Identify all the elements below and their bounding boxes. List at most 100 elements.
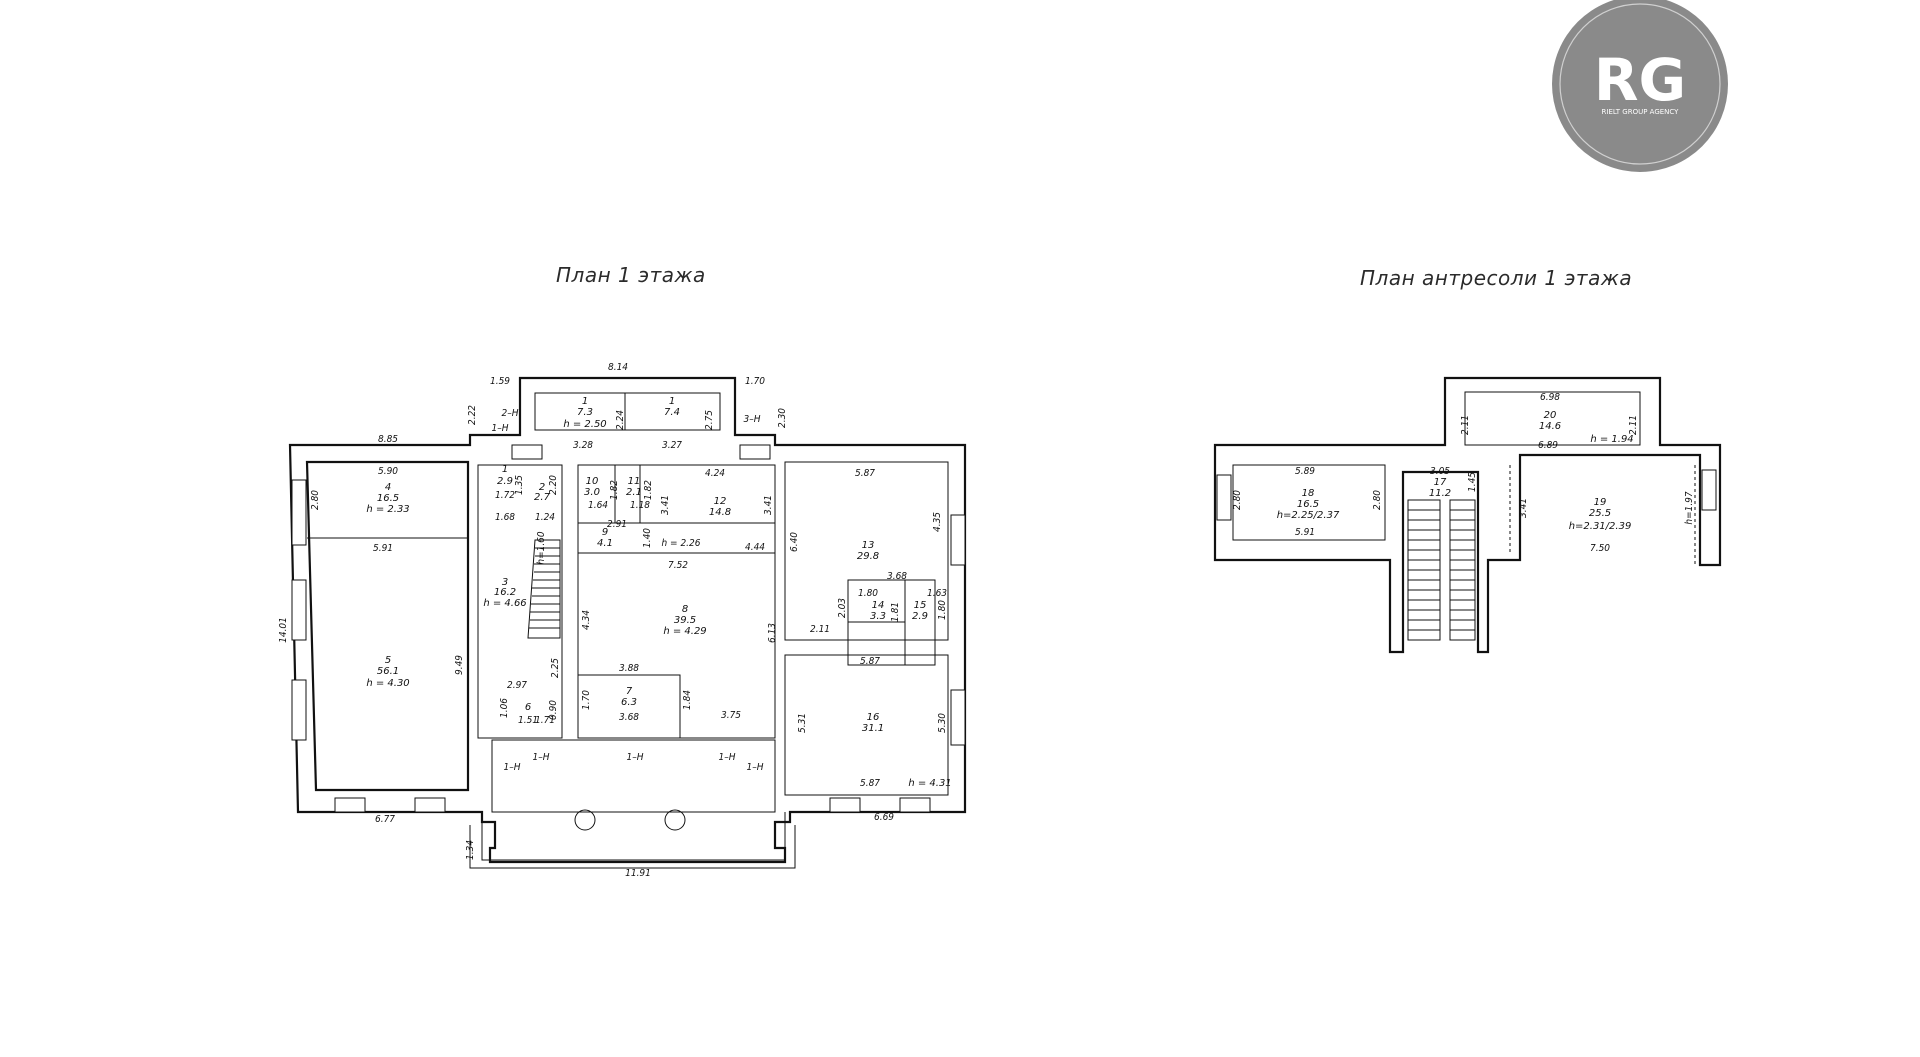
right-rooms <box>784 461 949 796</box>
mezzanine-room18 <box>1232 464 1386 541</box>
dim: 3.28 <box>573 440 593 451</box>
dim: 1.34 <box>465 840 476 860</box>
dim: 7.50 <box>1590 543 1610 554</box>
svg-text:14.6: 14.6 <box>1539 421 1561 432</box>
dim: 4.44 <box>745 542 765 553</box>
dim: 1.63 <box>927 588 947 599</box>
svg-text:9: 9 <box>602 527 608 538</box>
north-vestibule <box>534 392 721 431</box>
dim: 2.91 <box>607 519 627 530</box>
dim: 3.68 <box>619 712 639 723</box>
dim: 8.14 <box>608 362 628 373</box>
svg-text:3: 3 <box>502 577 508 588</box>
dim: 2.11 <box>1460 415 1471 435</box>
exit-label: 1–H <box>504 762 521 773</box>
mezzanine-plan <box>1213 376 1722 654</box>
svg-text:25.5: 25.5 <box>1589 508 1611 519</box>
svg-text:11: 11 <box>628 476 641 487</box>
dim: 14.01 <box>278 617 289 643</box>
dim: 1.80 <box>858 588 878 599</box>
dim: 11.91 <box>625 868 651 879</box>
svg-text:16.2: 16.2 <box>494 587 516 598</box>
svg-text:15: 15 <box>914 600 927 611</box>
mezzanine-dimensions: 6.98 2.11 2.11 6.89 5.89 2.80 2.80 5.91 … <box>1232 392 1695 554</box>
dim: 8.85 <box>378 434 398 445</box>
svg-text:16.5: 16.5 <box>377 493 399 504</box>
svg-text:h = 4.66: h = 4.66 <box>483 598 526 609</box>
dim: 1.70 <box>745 376 765 387</box>
svg-text:3.3: 3.3 <box>870 611 886 622</box>
svg-text:3.0: 3.0 <box>584 487 600 498</box>
dim: 1.82 <box>609 480 620 500</box>
svg-text:56.1: 56.1 <box>377 666 399 677</box>
svg-text:h=2.25/2.37: h=2.25/2.37 <box>1277 510 1340 521</box>
room-label-14: 143.3 <box>870 600 886 622</box>
mezzanine-windows <box>1216 469 1717 521</box>
svg-text:2.9: 2.9 <box>912 611 928 622</box>
dim: 1.40 <box>642 528 653 548</box>
svg-text:h = 4.30: h = 4.30 <box>366 678 409 689</box>
svg-text:7.4: 7.4 <box>664 407 680 418</box>
dim: 1.06 <box>499 698 510 718</box>
dim: 2.30 <box>777 408 788 428</box>
svg-text:16.5: 16.5 <box>1297 499 1319 510</box>
svg-text:39.5: 39.5 <box>674 615 696 626</box>
dim: 2.80 <box>310 490 321 510</box>
dim: 3.68 <box>887 571 907 582</box>
dim: 6.13 <box>767 623 778 643</box>
dim: h=1.60 <box>536 531 547 565</box>
dim: 5.90 <box>378 466 398 477</box>
dim: 2.11 <box>1628 415 1639 435</box>
dim: 2.80 <box>1372 490 1383 510</box>
room-label-4: 416.5h = 2.33 <box>366 482 409 515</box>
dim: 2.20 <box>548 475 559 495</box>
floor1-inner-wall <box>305 460 470 792</box>
svg-text:5: 5 <box>385 655 391 666</box>
dim: 5.89 <box>1295 466 1315 477</box>
dim: 1.68 <box>495 512 515 523</box>
dim: 5.91 <box>1295 527 1315 538</box>
dim: 7.52 <box>668 560 688 571</box>
svg-text:h = 2.33: h = 2.33 <box>366 504 409 515</box>
dim: 2.22 <box>467 405 478 425</box>
floor1-dimensions: 8.14 1.59 1.70 2.22 2.30 8.85 5.90 2.80 … <box>278 362 948 879</box>
svg-text:8: 8 <box>682 604 688 615</box>
svg-text:13: 13 <box>862 540 875 551</box>
floor1-windows <box>291 444 966 813</box>
dim: 4.24 <box>705 468 725 479</box>
svg-text:2.9: 2.9 <box>497 476 513 487</box>
exit-label: 1–H <box>492 423 509 434</box>
dim: 6.89 <box>1538 440 1558 451</box>
central-rooms <box>577 464 776 739</box>
svg-text:29.8: 29.8 <box>857 551 879 562</box>
dim: 4.34 <box>581 610 592 630</box>
exit-label: 1–H <box>533 752 550 763</box>
dim: 2.75 <box>704 410 715 430</box>
dim: 3.05 <box>1430 466 1450 477</box>
svg-text:6: 6 <box>525 702 531 713</box>
svg-text:1: 1 <box>669 396 675 407</box>
exit-label: 1–H <box>747 762 764 773</box>
room-label-6: 6 <box>525 702 531 713</box>
dim: 1.64 <box>588 500 608 511</box>
svg-text:2.7: 2.7 <box>534 492 551 503</box>
svg-text:10: 10 <box>586 476 599 487</box>
floor1-title: План 1 этажа <box>556 263 706 287</box>
svg-text:2: 2 <box>539 482 545 493</box>
dim: 2.97 <box>507 680 527 691</box>
porch <box>469 739 796 869</box>
dim: 3.88 <box>619 663 639 674</box>
dim: 1.51 <box>518 715 538 726</box>
dim: 6.69 <box>874 812 894 823</box>
stair-mezzanine <box>1407 499 1476 641</box>
dim: 2.03 <box>837 598 848 618</box>
svg-text:14: 14 <box>872 600 885 611</box>
svg-text:2.1: 2.1 <box>626 487 642 498</box>
dim: 1.81 <box>890 602 901 622</box>
svg-text:h = 4.29: h = 4.29 <box>663 626 706 637</box>
